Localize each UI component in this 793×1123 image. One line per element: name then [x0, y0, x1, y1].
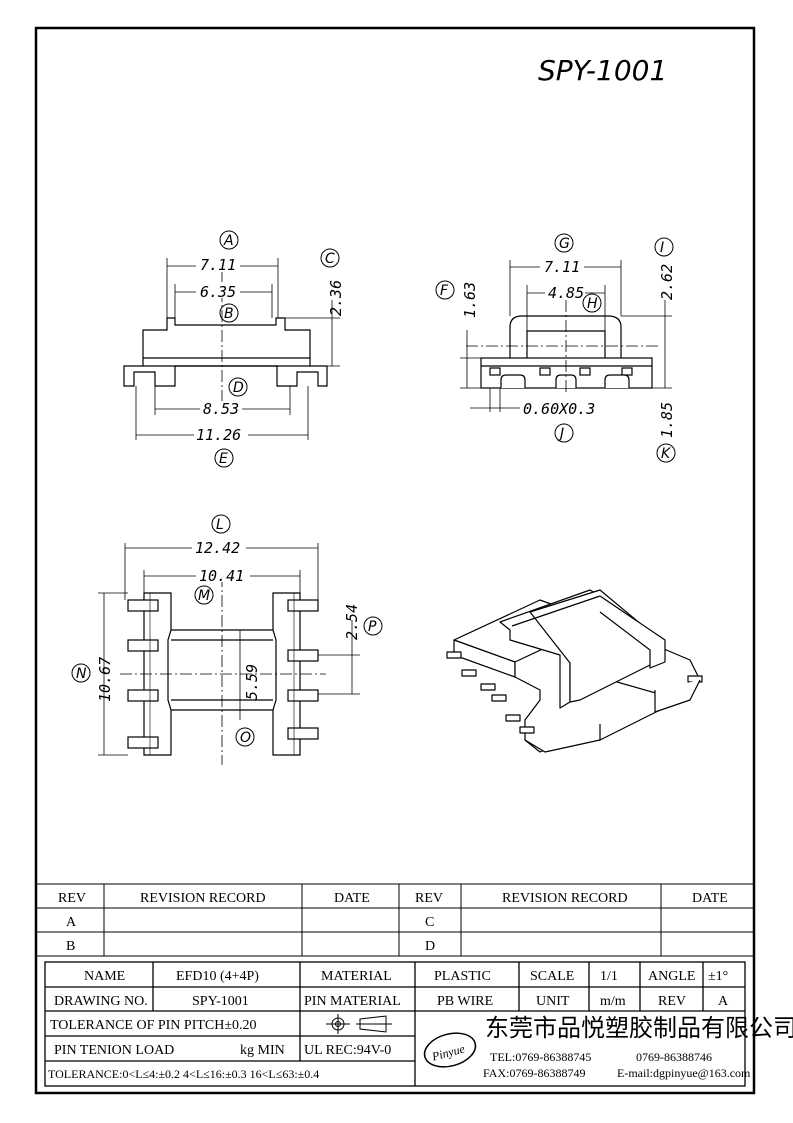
tolerance-general: TOLERANCE:0<L≤4:±0.2 4<L≤16:±0.3 16<L≤63… [48, 1067, 319, 1081]
rev-row-a: A [66, 915, 77, 930]
tag-d: D [233, 380, 244, 396]
rev-row-d: D [425, 939, 435, 954]
company-tel: TEL:0769-86388745 [490, 1050, 591, 1064]
tag-o: O [240, 730, 251, 746]
tag-n: N [76, 666, 87, 682]
name-label: NAME [84, 969, 125, 984]
company-tel-2: 0769-86388746 [636, 1050, 712, 1064]
logo-text: Pinyue [429, 1041, 466, 1064]
rev-value: A [718, 994, 729, 1009]
scale-value: 1/1 [600, 969, 618, 984]
dim-o: 5.59 [243, 664, 261, 700]
dim-m: 10.41 [199, 567, 244, 585]
tag-c: C [325, 251, 335, 267]
tag-k: K [661, 446, 672, 462]
date-header-1: DATE [334, 891, 370, 906]
title-block [44, 961, 746, 1087]
tag-p: P [368, 619, 377, 635]
tag-i: I [660, 240, 664, 256]
ul-rec: UL REC:94V-0 [304, 1043, 391, 1058]
isometric-view [446, 589, 703, 753]
scale-label: SCALE [530, 969, 574, 984]
rev-row-c: C [425, 915, 434, 930]
front-view [123, 258, 340, 440]
rev-header-2: REV [415, 891, 443, 906]
dim-g: 7.11 [544, 258, 580, 276]
company-fax: FAX:0769-86388749 [483, 1066, 585, 1080]
dim-f: 1.63 [461, 282, 479, 318]
dim-n: 10.67 [96, 657, 114, 702]
company-logo-icon [423, 1032, 477, 1068]
drawing-no-value: SPY-1001 [192, 994, 249, 1009]
tag-b: B [224, 306, 234, 322]
drawing-no-label: DRAWING NO. [54, 994, 148, 1009]
dim-p: 2.54 [343, 604, 361, 640]
rev-row-b: B [66, 939, 75, 954]
dim-j: 0.60X0.3 [523, 400, 595, 418]
dim-a-inner: 6.35 [200, 283, 236, 301]
tolerance-pitch: TOLERANCE OF PIN PITCH±0.20 [50, 1018, 257, 1033]
tag-f: F [440, 283, 449, 299]
pin-tension-label: PIN TENION LOAD [54, 1043, 174, 1058]
unit-label: UNIT [536, 994, 570, 1009]
dim-l: 12.42 [195, 539, 240, 557]
revision-table [35, 883, 755, 957]
dim-a: 7.11 [200, 256, 236, 274]
pin-material-label: PIN MATERIAL [304, 994, 401, 1009]
side-view [460, 260, 672, 412]
tag-j: J [557, 426, 564, 442]
angle-value: ±1° [708, 969, 728, 984]
pin-material-value: PB WIRE [437, 994, 493, 1009]
revision-record-header-2: REVISION RECORD [502, 891, 628, 906]
tag-g: G [559, 236, 570, 252]
tag-e: E [219, 451, 228, 467]
front-view-tags [214, 230, 340, 468]
material-label: MATERIAL [321, 969, 392, 984]
dim-c: 2.36 [327, 280, 345, 316]
tag-a: A [223, 233, 234, 249]
company-email: E-mail:dgpinyue@163.com [617, 1066, 751, 1080]
part-title: SPY-1001 [538, 54, 667, 87]
projection-symbol-icon [326, 1014, 392, 1034]
dim-k: 1.85 [658, 402, 676, 438]
rev-header-1: REV [58, 891, 86, 906]
material-value: PLASTIC [434, 969, 491, 984]
angle-label: ANGLE [648, 969, 695, 984]
revision-record-header-1: REVISION RECORD [140, 891, 266, 906]
date-header-2: DATE [692, 891, 728, 906]
top-view [98, 543, 360, 765]
tag-h: H [587, 296, 598, 312]
sheet-border [34, 26, 756, 1095]
tag-m: M [198, 588, 210, 604]
side-view-tags [435, 233, 676, 463]
pin-tension-unit: kg MIN [240, 1043, 285, 1058]
top-view-tags [71, 514, 383, 747]
dim-e: 11.26 [196, 426, 241, 444]
dim-h: 4.85 [548, 284, 584, 302]
name-value: EFD10 (4+4P) [176, 969, 259, 984]
dim-i: 2.62 [658, 264, 676, 300]
tag-l: L [216, 517, 224, 533]
dim-d: 8.53 [203, 400, 239, 418]
company-name-cn: 东莞市品悦塑胶制品有限公司 [485, 1014, 793, 1042]
rev-label: REV [658, 994, 686, 1009]
unit-value: m/m [600, 994, 626, 1009]
